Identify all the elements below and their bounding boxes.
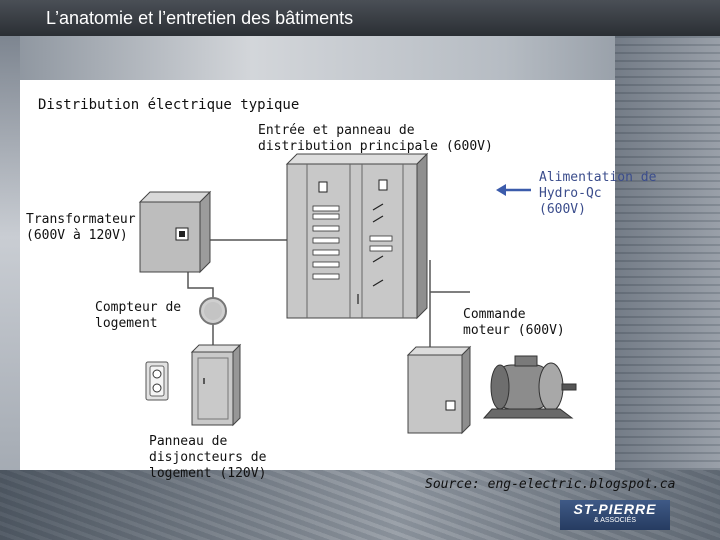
label-meter: Compteur de logement xyxy=(95,300,182,331)
diagram-heading: Distribution électrique typique xyxy=(38,97,300,113)
main-panel-icon xyxy=(285,152,429,320)
wires xyxy=(187,239,470,348)
logo-sub: & ASSOCIÉS xyxy=(593,517,637,524)
background-right xyxy=(615,35,720,540)
label-motor: Commande moteur (600V) xyxy=(463,307,565,338)
title-bar: L’anatomie et l’entretien des bâtiments xyxy=(0,0,720,36)
logo-name: ST-PIERRE xyxy=(573,501,657,517)
background-top-strip xyxy=(0,35,720,80)
breaker-panel-icon xyxy=(190,343,242,427)
motor-icon xyxy=(482,355,577,419)
label-transformer: Transformateur (600V à 120V) xyxy=(26,212,136,243)
label-main-panel: Entrée et panneau de distribution princi… xyxy=(258,123,493,154)
source-note: Source: eng-electric.blogspot.ca xyxy=(425,477,676,492)
transformer-icon xyxy=(138,190,212,274)
page-title: L’anatomie et l’entretien des bâtiments xyxy=(46,8,354,28)
arrow-left-icon xyxy=(496,184,531,196)
background-left xyxy=(0,35,20,540)
label-breaker-panel: Panneau de disjoncteurs de logement (120… xyxy=(149,434,267,481)
meter-icon xyxy=(199,297,227,325)
company-logo: ST-PIERRE & ASSOCIÉS xyxy=(560,500,670,530)
outlet-icon xyxy=(145,361,169,401)
motor-control-icon xyxy=(406,345,472,435)
label-hydro: Alimentation de Hydro-Qc (600V) xyxy=(539,170,657,217)
